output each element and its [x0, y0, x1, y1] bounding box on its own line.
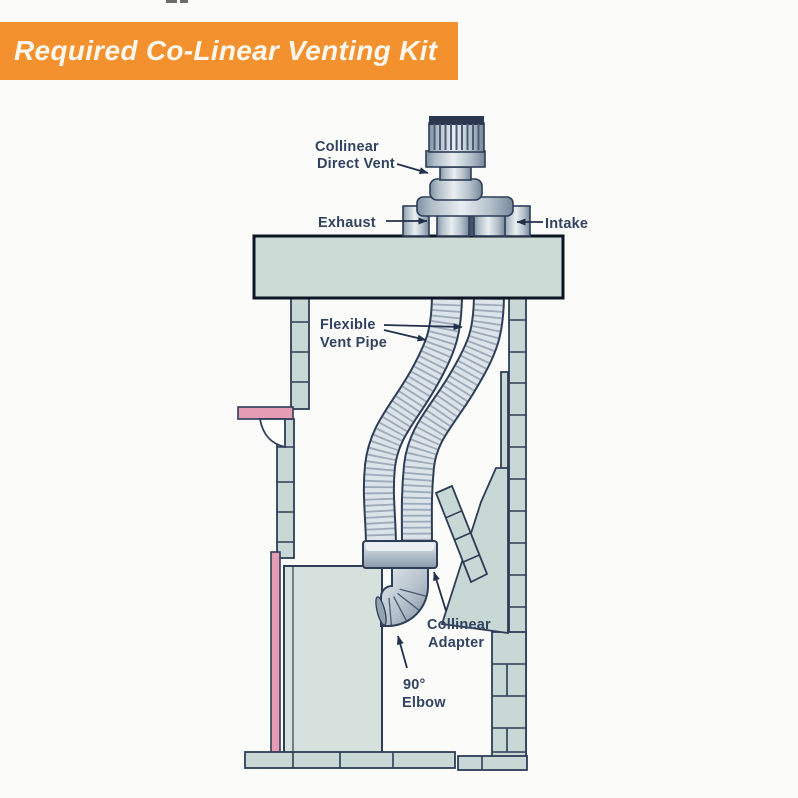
- elbow-90: [375, 565, 429, 627]
- flexible-vent-pipes: [362, 291, 505, 549]
- arrow-direct-vent: [396, 163, 429, 174]
- arrow-flex-left: [383, 329, 427, 342]
- damper-strip: [434, 484, 489, 584]
- callout-arrows: [383, 163, 543, 669]
- corbel: [258, 418, 286, 449]
- vent-cap-assembly: [402, 116, 531, 237]
- mantel-shelf: [237, 406, 294, 449]
- cap-neck: [439, 166, 472, 181]
- page-title: Required Co-Linear Venting Kit: [14, 35, 438, 66]
- fireplace-insert: [283, 565, 383, 754]
- callout-labels: Collinear Direct Vent Exhaust Intake Fle…: [315, 139, 588, 711]
- label-collinear-adapter: Collinear Adapter: [427, 617, 495, 651]
- label-flexible-vent-pipe: Flexible Vent Pipe: [320, 317, 387, 351]
- arrow-elbow: [396, 635, 408, 669]
- elbow-outlet: [375, 596, 387, 626]
- storm-collar: [429, 178, 483, 201]
- left-wall: [276, 297, 310, 559]
- right-wall: [491, 297, 527, 769]
- label-collinear-direct-vent: Collinear Direct Vent: [315, 139, 395, 172]
- louvered-cap: [428, 116, 485, 153]
- arrow-adapter: [433, 571, 447, 612]
- facing-strip: [270, 551, 281, 754]
- hearth-bricks: [244, 751, 528, 771]
- scan-artifact: [166, 0, 188, 3]
- label-exhaust: Exhaust: [318, 215, 376, 231]
- cap-band: [425, 150, 486, 168]
- title-banner: Required Co-Linear Venting Kit: [0, 22, 458, 80]
- arrow-flex-right: [383, 323, 463, 331]
- chimney-crown-slab: [252, 234, 565, 300]
- label-90-elbow: 90° Elbow: [402, 677, 446, 711]
- collinear-adapter: [362, 540, 438, 569]
- flex-pipe-left: [362, 291, 463, 549]
- flex-pipe-right: [400, 291, 505, 549]
- label-intake: Intake: [545, 216, 588, 232]
